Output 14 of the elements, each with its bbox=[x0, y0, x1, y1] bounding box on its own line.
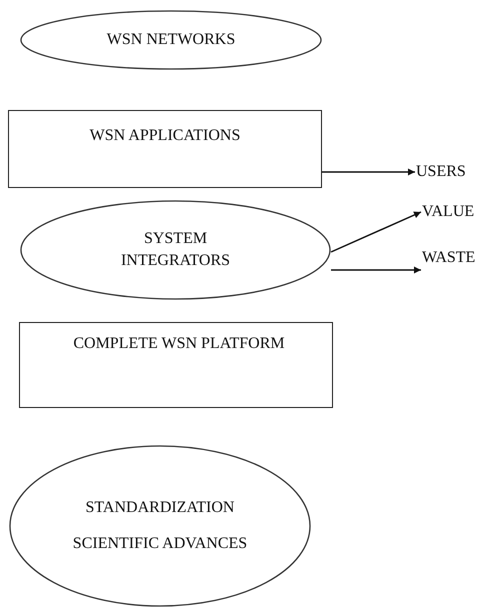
output-label: WASTE bbox=[422, 248, 476, 268]
node-label: SYSTEM INTEGRATORS bbox=[120, 229, 232, 271]
process-box bbox=[19, 322, 333, 408]
node-label: STANDARDIZATION bbox=[86, 498, 234, 518]
node-label: SCIENTIFIC ADVANCES bbox=[72, 534, 248, 554]
node-label: WSN APPLICATIONS bbox=[90, 126, 240, 146]
output-label: USERS bbox=[416, 162, 467, 182]
node-label: COMPLETE WSN PLATFORM bbox=[72, 334, 286, 354]
arrow bbox=[322, 168, 415, 176]
arrow bbox=[331, 266, 421, 274]
output-label: VALUE bbox=[422, 202, 476, 222]
node-label: WSN NETWORKS bbox=[106, 30, 236, 50]
arrow bbox=[330, 211, 422, 253]
process-box bbox=[8, 110, 322, 188]
